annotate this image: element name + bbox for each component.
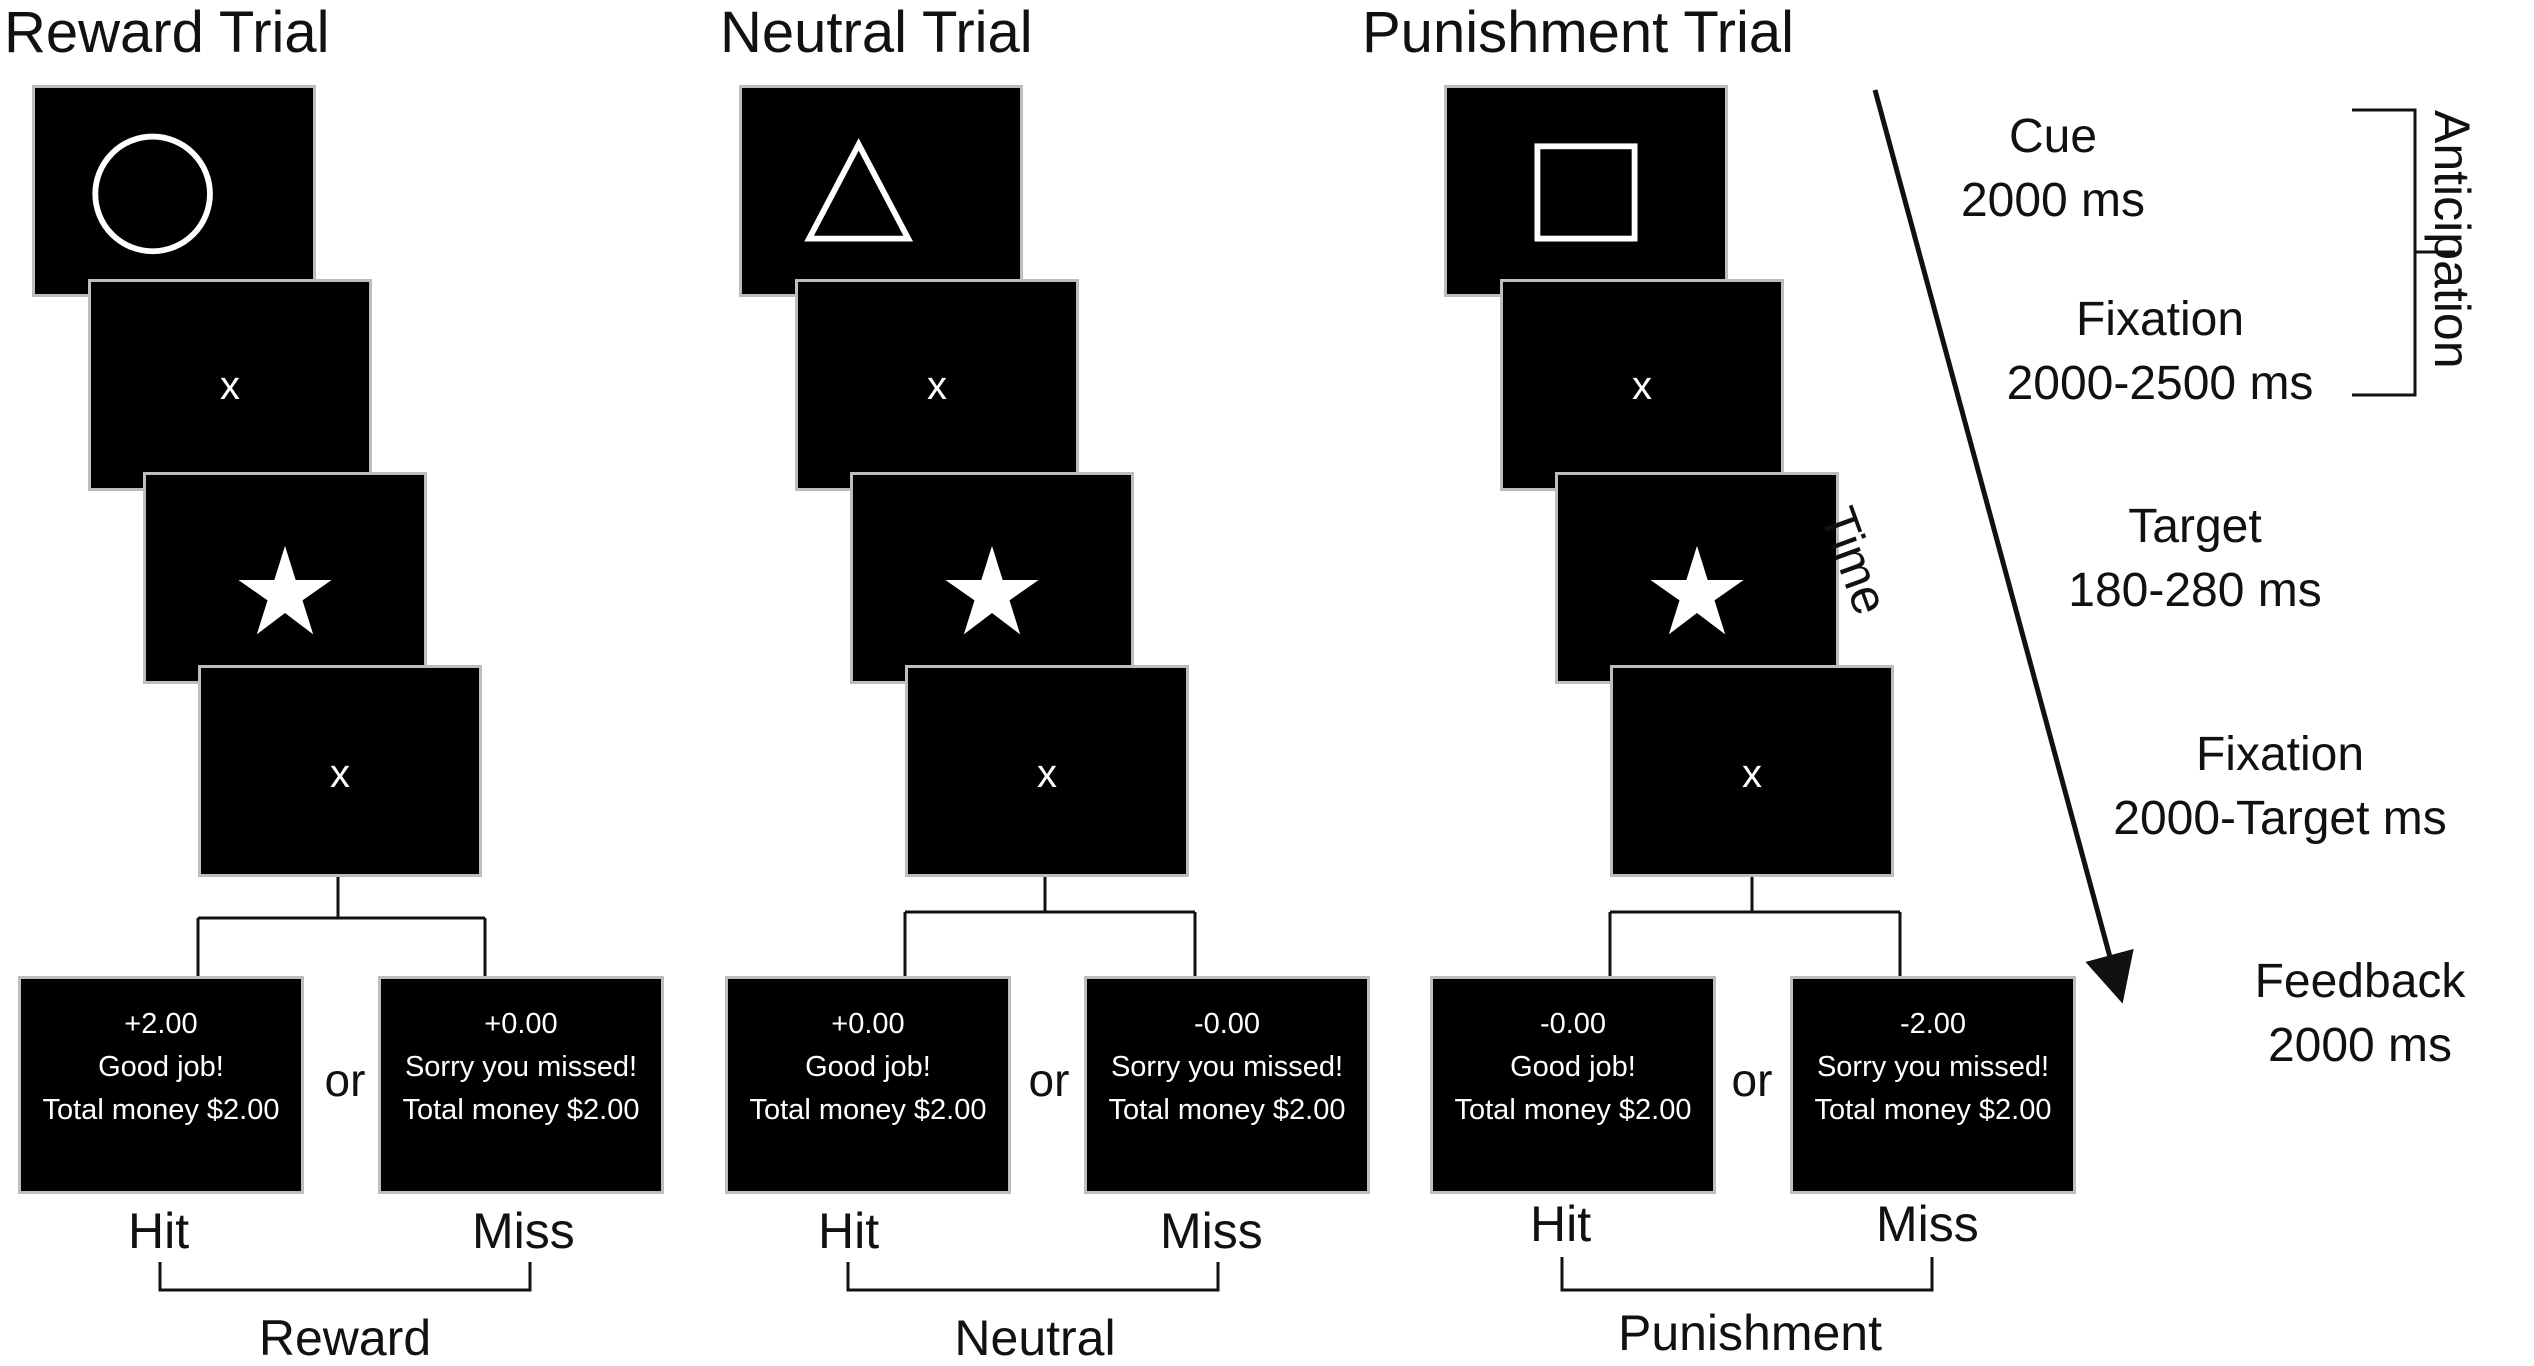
neutral-category-bracket	[846, 1262, 1220, 1292]
timeline-phase-feedback: Feedback 2000 ms	[2254, 955, 2466, 1072]
fixation-cross: x	[220, 364, 240, 408]
timeline-phase-fixation-2: Fixation 2000-Target ms	[2113, 728, 2447, 845]
feedback-total: Total money $2.00	[1108, 1094, 1346, 1126]
fixation-screen: x	[1610, 665, 1894, 877]
feedback-miss-screen: -0.00 Sorry you missed! Total money $2.0…	[1084, 976, 1370, 1194]
target-screen	[850, 472, 1134, 684]
feedback-message: Good job!	[1510, 1051, 1636, 1083]
fixation-cross: x	[330, 752, 350, 796]
feedback-total: Total money $2.00	[1814, 1094, 2052, 1126]
feedback-message: Sorry you missed!	[404, 1051, 638, 1083]
circle-icon	[92, 133, 213, 255]
feedback-amount: +2.00	[124, 1008, 198, 1040]
feedback-total: Total money $2.00	[402, 1094, 640, 1126]
feedback-message: Sorry you missed!	[1816, 1051, 2050, 1083]
feedback-total: Total money $2.00	[42, 1094, 280, 1126]
star-icon	[945, 545, 1039, 635]
feedback-amount: -0.00	[1193, 1008, 1261, 1040]
feedback-miss-screen: -2.00 Sorry you missed! Total money $2.0…	[1790, 976, 2076, 1194]
triangle-icon	[804, 138, 914, 242]
or-label: or	[1731, 1054, 1773, 1106]
miss-label: Miss	[1876, 1196, 1979, 1252]
star-icon	[1650, 545, 1744, 635]
anticipation-label: Anticipation	[2424, 110, 2480, 369]
timeline-phase-fixation-1: Fixation 2000-2500 ms	[2006, 293, 2314, 410]
reward-trial-title: Reward Trial	[4, 0, 330, 65]
feedback-message: Sorry you missed!	[1110, 1051, 1344, 1083]
time-arrow	[1872, 89, 2134, 1004]
miss-label: Miss	[1160, 1203, 1263, 1259]
punishment-category-bracket	[1560, 1257, 1934, 1292]
feedback-hit-screen: +0.00 Good job! Total money $2.00	[725, 976, 1011, 1194]
category-label-neutral: Neutral	[954, 1310, 1116, 1366]
feedback-hit-screen: +2.00 Good job! Total money $2.00	[18, 976, 304, 1194]
anticipation-bracket	[2352, 108, 2455, 397]
cue-screen	[32, 85, 316, 297]
feedback-amount: -0.00	[1539, 1008, 1607, 1040]
reward-category-bracket	[158, 1262, 532, 1292]
feedback-total: Total money $2.00	[1454, 1094, 1692, 1126]
neutral-trial-title: Neutral Trial	[720, 0, 1033, 65]
fixation-screen: x	[88, 279, 372, 491]
fixation-cross: x	[1742, 752, 1762, 796]
cue-screen	[739, 85, 1023, 297]
timeline-phase-target: Target 180-280 ms	[2068, 500, 2322, 617]
timeline-phase-cue: Cue 2000 ms	[1960, 110, 2146, 227]
feedback-miss-screen: +0.00 Sorry you missed! Total money $2.0…	[378, 976, 664, 1194]
punishment-branch-connector	[1608, 877, 1902, 976]
feedback-hit-screen: -0.00 Good job! Total money $2.00	[1430, 976, 1716, 1194]
feedback-amount: +0.00	[831, 1008, 905, 1040]
fixation-screen: x	[198, 665, 482, 877]
category-label-punishment: Punishment	[1617, 1305, 1883, 1361]
star-icon	[238, 545, 332, 635]
hit-label: Hit	[1530, 1196, 1592, 1252]
or-label: or	[1028, 1054, 1070, 1106]
feedback-message: Good job!	[805, 1051, 931, 1083]
feedback-total: Total money $2.00	[749, 1094, 987, 1126]
miss-label: Miss	[472, 1203, 575, 1259]
reward-branch-connector	[196, 877, 487, 976]
feedback-amount: -2.00	[1899, 1008, 1967, 1040]
fixation-screen: x	[1500, 279, 1784, 491]
neutral-branch-connector	[903, 877, 1197, 976]
fixation-screen: x	[905, 665, 1189, 877]
fixation-cross: x	[1037, 752, 1057, 796]
feedback-amount: +0.00	[484, 1008, 558, 1040]
fixation-cross: x	[927, 364, 947, 408]
or-label: or	[324, 1054, 366, 1106]
fixation-cross: x	[1632, 364, 1652, 408]
cue-screen	[1444, 85, 1728, 297]
hit-label: Hit	[818, 1203, 880, 1259]
category-label-reward: Reward	[258, 1310, 432, 1366]
punishment-trial-title: Punishment Trial	[1362, 0, 1794, 65]
square-icon	[1534, 143, 1638, 242]
hit-label: Hit	[128, 1203, 190, 1259]
feedback-message: Good job!	[98, 1051, 224, 1083]
